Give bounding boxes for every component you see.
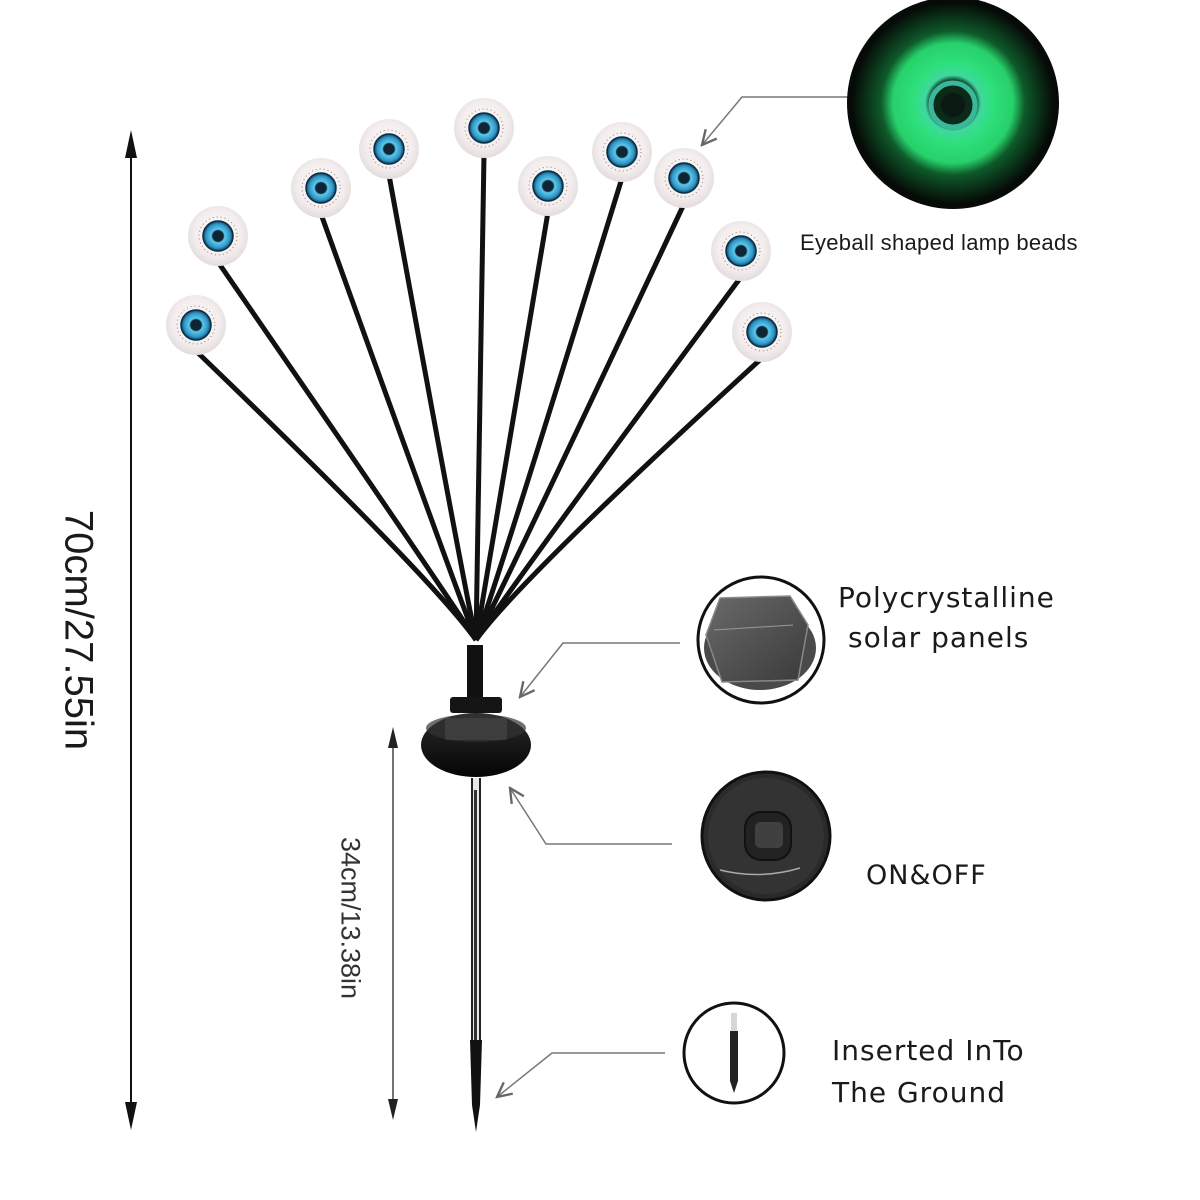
eyeball-lamp-bead <box>166 295 226 355</box>
eyeball-lamp-bead <box>454 98 514 158</box>
lamp-stem <box>473 202 687 642</box>
solar-panel-icon <box>696 575 826 705</box>
lamp-stem <box>473 153 487 641</box>
ground-stake-icon <box>682 1001 786 1105</box>
solar-panel <box>445 718 507 740</box>
lamp-stem <box>215 260 479 642</box>
total-height-label: 70cm/27.55in <box>56 509 101 751</box>
ground-stake <box>470 778 482 1132</box>
stake-height-label: 34cm/13.38in <box>335 836 366 1000</box>
callout-lines <box>497 96 848 1097</box>
solar-panels-label-line1: Polycrystalline <box>838 581 1055 614</box>
glowing-eyeball-icon <box>847 0 1059 209</box>
lamp-stem <box>473 356 764 642</box>
ground-stake-label: Inserted InTo The Ground <box>832 1030 1025 1114</box>
lamp-stems <box>194 153 764 642</box>
arrow-up-icon <box>388 727 398 748</box>
stake-height-dimension <box>388 727 398 1120</box>
solar-panels-label-line2: solar panels <box>848 621 1030 654</box>
lamp-stem <box>473 211 551 641</box>
lamp-base <box>421 645 531 777</box>
solar-panels-label: Polycrystalline solar panels <box>838 578 1055 658</box>
lamp-stem <box>318 213 479 641</box>
eyeball-lamp-bead <box>592 122 652 182</box>
arrow-up-icon <box>125 130 137 158</box>
arrow-down-icon <box>388 1099 398 1120</box>
eyeball-lamp-bead <box>188 206 248 266</box>
eyeball-lamp-bead <box>711 221 771 281</box>
power-switch-icon <box>700 770 832 902</box>
lamp-beads-label: Eyeball shaped lamp beads <box>800 230 1078 255</box>
eyeball-lamp-bead <box>359 119 419 179</box>
arrow-down-icon <box>125 1102 137 1130</box>
lamp-beads <box>166 98 792 362</box>
on-off-label: ON&OFF <box>866 860 987 891</box>
eyeball-lamp-bead <box>291 158 351 218</box>
total-height-dimension <box>125 130 137 1130</box>
eyeball-lamp-bead <box>518 156 578 216</box>
lamp-stem <box>473 275 744 642</box>
ground-stake-label-line2: The Ground <box>832 1076 1006 1109</box>
eyeball-lamp-bead <box>654 148 714 208</box>
eyeball-lamp-bead <box>732 302 792 362</box>
ground-stake-label-line1: Inserted InTo <box>832 1034 1025 1067</box>
lamp-stem <box>194 349 479 642</box>
lamp-stem <box>473 177 625 641</box>
lamp-stem <box>386 174 479 641</box>
